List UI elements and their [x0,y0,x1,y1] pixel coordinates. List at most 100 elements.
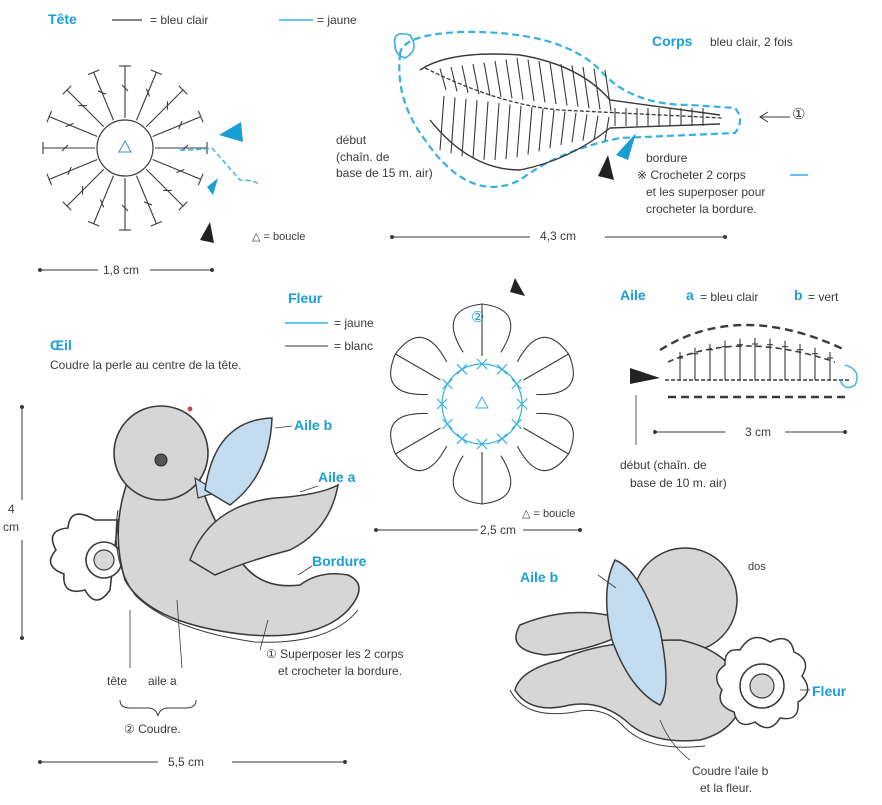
height-unit: cm [3,520,19,534]
head-center-ring [97,120,153,176]
body-stitch-upper [605,70,611,111]
body-stitch-upper [583,67,589,108]
wing-title: Aile [620,288,646,302]
body-stitch-lower [484,102,488,160]
head-stitch-cap [47,174,52,185]
wing-size: 3 cm [745,425,771,439]
head-stitch [136,176,156,224]
head-stitch-cap [151,70,162,75]
body-stitch-lower [583,114,587,141]
front-width: 5,5 cm [168,755,204,769]
body-stitch-upper [517,58,523,100]
body-stitch-upper [561,64,567,105]
body-stitch-lower [594,116,598,140]
flower-petal [391,413,447,470]
petal-stitch [395,428,440,454]
body-stitch-lower [528,107,532,154]
front-head [114,406,208,500]
head-stitch [49,159,97,179]
head-stitch-cap [198,111,203,122]
wing-black-marker [630,368,660,384]
front-wing-b [205,418,272,505]
body-stitch-upper [451,67,457,91]
loop-triangle [119,141,131,152]
flower-legend-white: = blanc [334,339,373,353]
flower-petal [517,413,573,470]
body-start-2: (chaîn. de [336,150,389,164]
back-dos-label: dos [748,560,766,574]
flower-petal [517,337,573,394]
head-stitch [146,90,183,127]
head-blue-edge [180,148,260,185]
body-stitch-upper [484,63,490,96]
superpose-note-2: et crocheter la bordure. [278,664,402,678]
body-black-marker [598,155,614,180]
body-start-1: début [336,133,366,147]
head-stitch [136,72,156,120]
head-stitch-cap [88,221,99,226]
body-edge-label: bordure [646,151,687,165]
front-aile-b-label: Aile b [294,418,332,432]
wing-outer-arc [660,325,845,350]
body-stitch-upper [495,61,501,97]
body-subtitle: bleu clair, 2 fois [710,35,793,49]
head-stitch [153,117,201,137]
head-blue-marker [219,122,243,142]
head-stitch [94,72,114,120]
body-note-2: et les superposer pour [646,185,765,199]
body-note-1: ※ Crocheter 2 corps [637,168,746,182]
body-stitch-upper [572,66,578,107]
flower-loop-label: △ = boucle [522,507,575,521]
body-stitch-lower [561,111,565,145]
back-note-2: et la fleur. [700,781,752,795]
body-stitch-lower [539,109,543,152]
body-stitch-lower [517,106,521,157]
body-note-3: crocheter la bordure. [646,202,757,216]
body-stitch-upper [550,63,556,105]
wing-a-letter: a [686,288,694,302]
eye-bead [155,454,167,466]
eye-text: Coudre la perle au centre de la tête. [50,358,241,372]
tail-flower [51,514,122,600]
petal-stitch [524,428,569,454]
eye-title: Œil [50,338,72,352]
petal-stitch [395,354,440,380]
wing-a-small-label: aile a [148,674,177,688]
body-stitch-lower [462,99,466,156]
head-stitch [67,169,104,206]
wing-a-text: = bleu clair [700,290,758,304]
flower-center-ring [442,364,522,444]
back-aile-b-label: Aile b [520,570,558,584]
head-stitch [49,117,97,137]
body-stitches [440,58,703,160]
body-stitch-lower [440,96,444,150]
body-stitch-lower [473,100,477,158]
flower-marker-2: ② [471,311,484,325]
flower-blue-stitches [437,359,527,449]
head-stitch-cap [151,221,162,226]
body-stitch-upper [539,61,545,103]
head-stitch [153,159,201,179]
legend-yellow-label: = bleu clair [150,13,208,27]
back-note-1: Coudre l'aile b [692,764,768,778]
petal-stitch [524,354,569,380]
head-stitch-cap [47,111,52,122]
body-stitch-lower [550,110,554,148]
front-bordure-label: Bordure [312,554,366,568]
sew-bracket [120,700,196,716]
head-small-label: tête [107,674,127,688]
wing-start-1: début (chaîn. de [620,458,707,472]
body-stitch-upper [462,66,468,93]
head-stitch [146,169,183,206]
body-stitch-lower [495,103,499,160]
flower-black-marker [510,278,525,296]
flower-title: Fleur [288,291,322,305]
body-marker-1: ① [792,108,805,122]
wing-start-2: base de 10 m. air) [630,476,727,490]
sew-label: ② Coudre. [124,722,181,736]
body-stitch-upper [440,69,446,91]
head-size: 1,8 cm [103,263,139,277]
head-stitch-cap [198,174,203,185]
